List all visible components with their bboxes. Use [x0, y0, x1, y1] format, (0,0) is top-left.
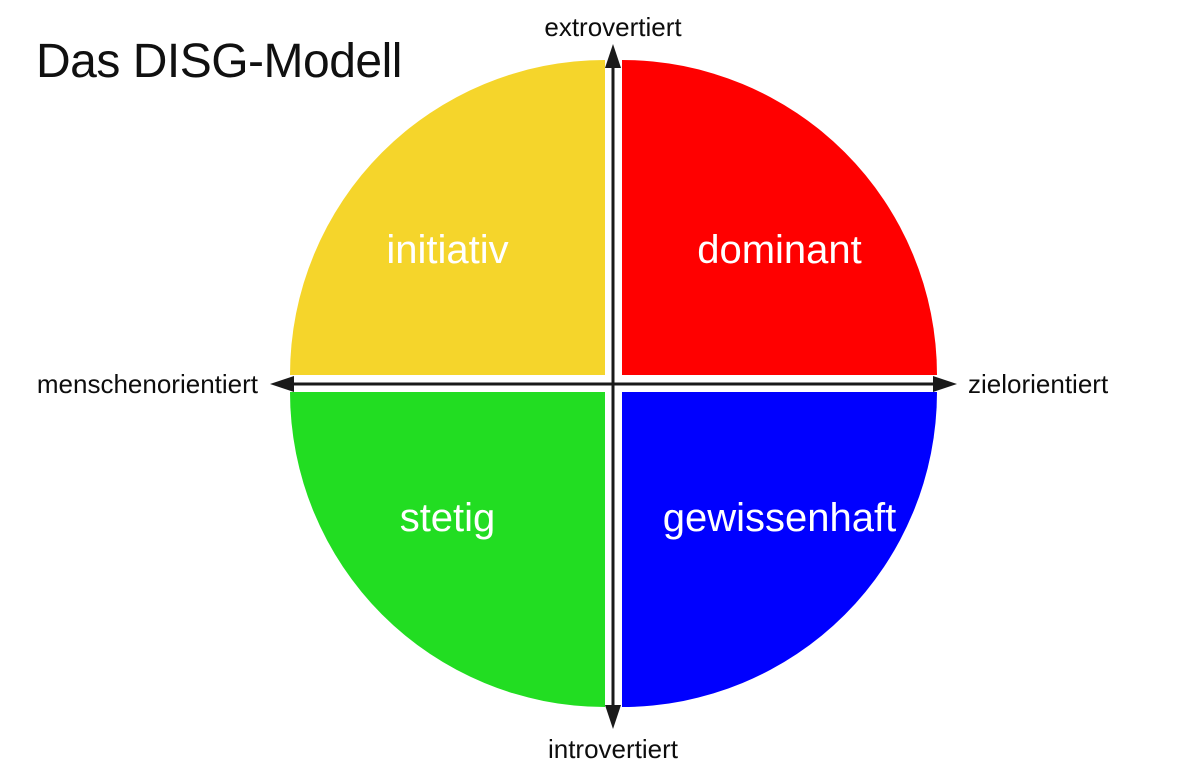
quadrant-stetig[interactable]: stetig [290, 392, 605, 707]
quadrant-initiativ[interactable]: initiativ [290, 60, 605, 375]
arrowhead-right-icon [933, 376, 957, 392]
page-title: Das DISG-Modell [36, 35, 402, 88]
arrowhead-down-icon [605, 705, 621, 729]
vertical-axis-arrow [605, 44, 621, 729]
horizontal-axis-arrow [270, 376, 957, 392]
quadrant-label-dominant: dominant [697, 228, 862, 272]
quadrant-label-gewissenhaft: gewissenhaft [662, 496, 897, 540]
axis-label-menschenorientiert: menschenorientiert [36, 369, 258, 399]
arrowhead-up-icon [605, 44, 621, 68]
axis-label-introvertiert: introvertiert [547, 734, 679, 764]
axis-label-extrovertiert: extrovertiert [544, 12, 682, 42]
arrowhead-left-icon [270, 376, 294, 392]
quadrant-dominant[interactable]: dominant [622, 60, 937, 375]
axis-label-zielorientiert: zielorientiert [968, 369, 1109, 399]
quadrant-label-initiativ: initiativ [386, 228, 509, 272]
quadrant-label-stetig: stetig [399, 496, 496, 540]
quadrant-gewissenhaft[interactable]: gewissenhaft [622, 392, 937, 707]
